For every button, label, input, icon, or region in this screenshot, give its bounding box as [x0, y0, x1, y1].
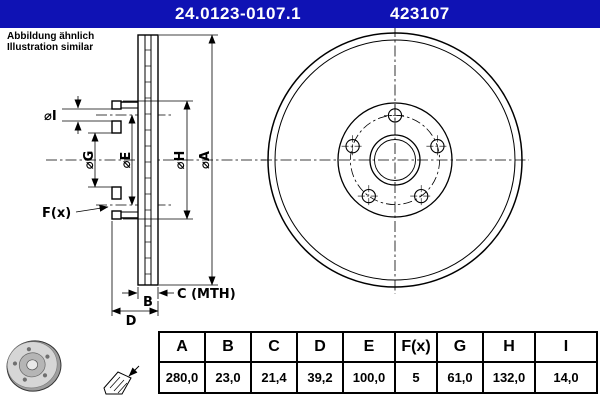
- dim-label-dia-e: ⌀E: [119, 152, 134, 169]
- table-header-cell: I: [534, 331, 598, 363]
- section-view: ⌀I ⌀G ⌀E ⌀H ⌀A F(x) B C (MTH) D: [42, 34, 266, 329]
- section-labels: ⌀I ⌀G ⌀E ⌀H ⌀A F(x) B C (MTH) D: [42, 109, 236, 329]
- hat-circle: [337, 102, 453, 218]
- bolt-circle: [349, 115, 440, 205]
- brake-disc-3d-icon: [6, 340, 62, 392]
- dim-label-dia-i: ⌀I: [44, 109, 57, 124]
- dimension-table: A B C D E F(x) G H I 280,0 23,0 21,4 39,…: [158, 331, 598, 394]
- table-header-cell: B: [204, 331, 252, 363]
- table-header-cell: C: [250, 331, 298, 363]
- front-centerlines: [261, 26, 529, 294]
- table-value-cell: 280,0: [158, 361, 206, 394]
- note-line-de: Abbildung ähnlich: [7, 31, 95, 42]
- brake-caliper-icon: [103, 365, 140, 395]
- bolt-holes: [341, 104, 449, 208]
- center-bore-inner-circle: [374, 139, 416, 181]
- table-value-cell: 39,2: [296, 361, 344, 394]
- bolt-hole-centerlines: [341, 104, 449, 208]
- table-header-cell: G: [436, 331, 484, 363]
- friction-ring-circle: [274, 39, 516, 281]
- outer-edge-circle: [267, 32, 523, 288]
- section-dimension-lines: [62, 34, 218, 316]
- illustration-note: Abbildung ähnlich Illustration similar: [7, 31, 94, 53]
- table-value-cell: 21,4: [250, 361, 298, 394]
- dim-label-d: D: [126, 314, 137, 329]
- table-value-cell: 132,0: [482, 361, 536, 394]
- table-header-cell: D: [296, 331, 344, 363]
- dim-label-c-mth: C (MTH): [177, 287, 236, 302]
- table-header-cell: F(x): [394, 331, 438, 363]
- table-value-row: 280,0 23,0 21,4 39,2 100,0 5 61,0 132,0 …: [158, 361, 598, 394]
- table-header-cell: E: [342, 331, 396, 363]
- note-line-en: Illustration similar: [7, 42, 94, 53]
- header-bar: 24.0123-0107.1 423107: [0, 0, 600, 28]
- part-number: 423107: [390, 4, 450, 23]
- section-centerlines: [46, 114, 266, 206]
- dim-label-dia-g: ⌀G: [82, 151, 97, 170]
- table-value-cell: 23,0: [204, 361, 252, 394]
- table-header-row: A B C D E F(x) G H I: [158, 331, 598, 363]
- table-value-cell: 100,0: [342, 361, 396, 394]
- vent-vanes: [145, 49, 151, 275]
- disc-section-outline: [111, 34, 159, 286]
- table-header-cell: A: [158, 331, 206, 363]
- catalog-number: 24.0123-0107.1: [175, 4, 302, 23]
- dim-label-fx: F(x): [42, 206, 71, 221]
- table-value-cell: 61,0: [436, 361, 484, 394]
- dim-label-dia-a: ⌀A: [198, 151, 213, 169]
- table-header-cell: H: [482, 331, 536, 363]
- front-view: [261, 26, 529, 294]
- dim-label-dia-h: ⌀H: [173, 151, 188, 170]
- center-bore-outer-circle: [369, 134, 421, 186]
- dim-label-b: B: [143, 295, 153, 310]
- table-value-cell: 5: [394, 361, 438, 394]
- table-value-cell: 14,0: [534, 361, 598, 394]
